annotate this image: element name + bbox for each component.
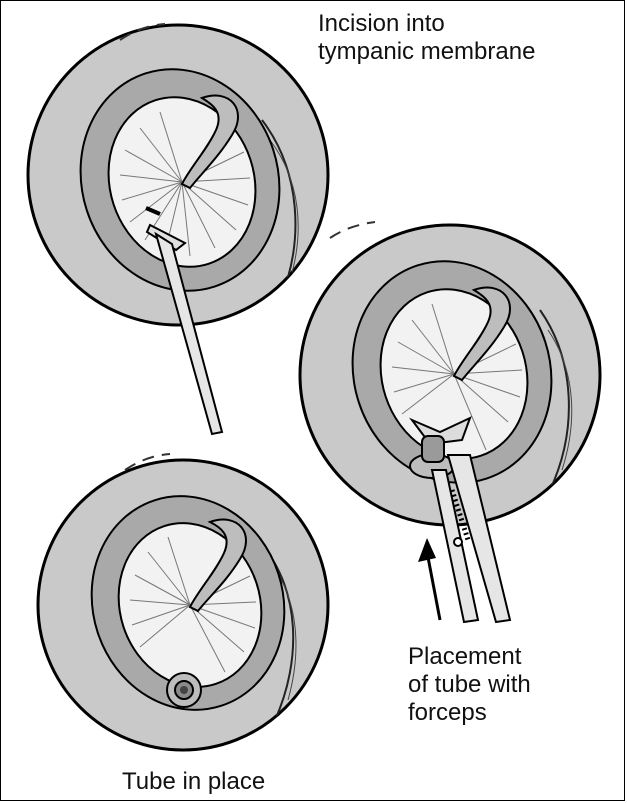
placement-panel [300,222,600,622]
direction-arrow [418,538,440,620]
incision-label: Incision into tympanic membrane [318,10,618,66]
tube-in-place-label: Tube in place [122,768,342,796]
placement-label: Placement of tube with forceps [408,643,618,727]
incision-panel [28,24,328,434]
tube-in-place-panel [38,454,328,750]
